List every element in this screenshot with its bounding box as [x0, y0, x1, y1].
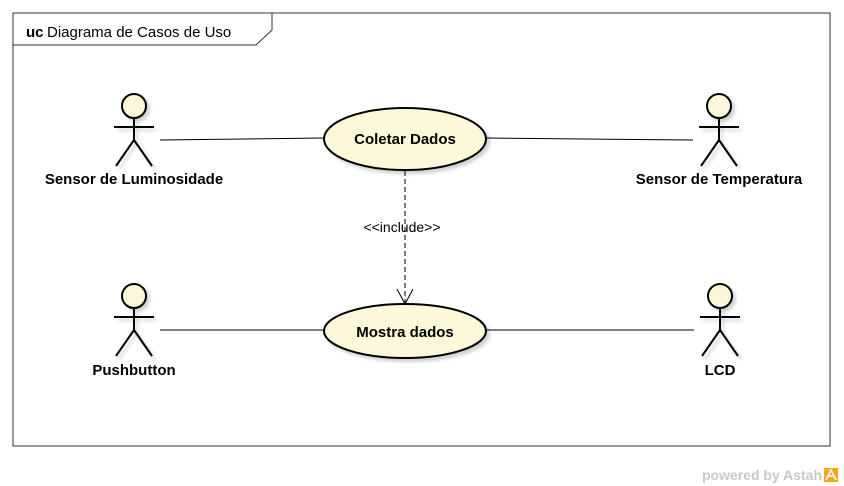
- actor-name: LCD: [705, 362, 736, 379]
- actor-sensor-de-temperatura[interactable]: Sensor de Temperatura: [636, 93, 803, 188]
- actor-name: Sensor de Luminosidade: [45, 171, 223, 188]
- use-case-mostra-dados[interactable]: Mostra dados: [323, 303, 487, 359]
- use-case-label: Coletar Dados: [354, 131, 456, 148]
- powered-by-watermark: powered by Astah: [702, 467, 838, 483]
- association-line[interactable]: [485, 137, 694, 141]
- use-case-ellipse: [323, 107, 487, 171]
- frame-title: Diagrama de Casos de Uso: [47, 24, 231, 41]
- actor-lcd[interactable]: LCD: [700, 283, 740, 379]
- include-relation[interactable]: <<include>>: [363, 171, 441, 306]
- association-line[interactable]: [159, 137, 324, 141]
- actor-pushbutton[interactable]: Pushbutton: [92, 283, 176, 379]
- watermark-text: powered by Astah: [701, 467, 822, 483]
- include-stereotype-label: <<include>>: [363, 219, 440, 235]
- frame-tab: [13, 13, 273, 46]
- stick-figure-icon: [699, 93, 739, 167]
- astah-logo-icon: [824, 468, 838, 482]
- associations: [159, 137, 694, 331]
- frame-border: [12, 12, 831, 447]
- actor-name: Pushbutton: [92, 362, 175, 379]
- use-case-label: Mostra dados: [356, 324, 454, 341]
- stick-figure-icon: [700, 283, 740, 357]
- actor-name: Sensor de Temperatura: [636, 171, 803, 188]
- stick-figure-icon: [114, 93, 154, 167]
- use-case-ellipse: [323, 303, 487, 359]
- diagram-frame: uc Diagrama de Casos de Uso: [12, 12, 831, 447]
- stick-figure-icon: [114, 283, 154, 357]
- actor-sensor-de-luminosidade[interactable]: Sensor de Luminosidade: [45, 93, 223, 188]
- frame-keyword: uc: [26, 24, 44, 41]
- use-case-coletar-dados[interactable]: Coletar Dados: [323, 107, 487, 171]
